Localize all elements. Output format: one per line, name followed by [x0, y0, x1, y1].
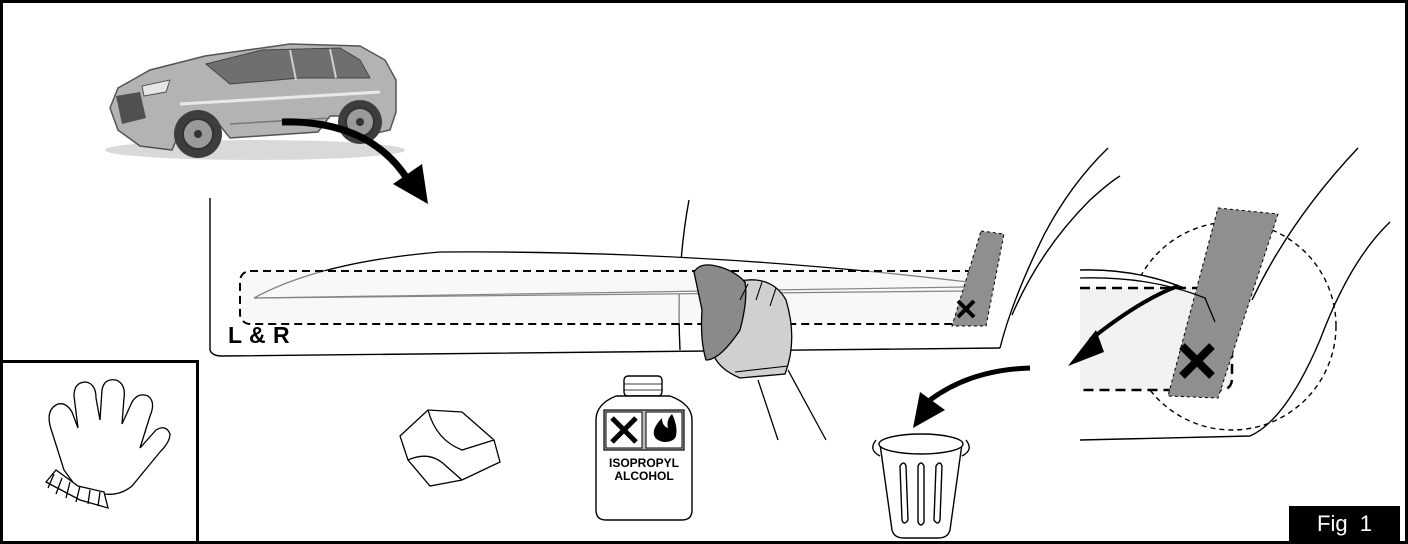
remove-x-icon — [956, 299, 976, 319]
curved-arrow-car-to-sill — [281, 118, 428, 204]
suv-car-icon — [105, 43, 405, 160]
bottle-label-line-2: ALCOHOL — [614, 469, 674, 483]
gloved-hand-wiping-icon — [693, 264, 827, 441]
figure-label: Fig 1 — [1289, 506, 1400, 541]
zoom-detail-inset — [1068, 147, 1391, 441]
gloves-box — [0, 360, 199, 544]
isopropyl-alcohol-bottle-icon — [595, 375, 693, 521]
remove-x-large-icon — [1179, 343, 1215, 379]
bottle-label: ISOPROPYL ALCOHOL — [600, 457, 688, 483]
cleaning-cloth-icon — [399, 409, 501, 487]
trash-bin-icon — [872, 433, 970, 539]
harmful-x-icon — [610, 416, 638, 444]
bottle-label-line-1: ISOPROPYL — [608, 456, 679, 470]
side-label: L & R — [228, 322, 291, 348]
work-glove-icon — [44, 379, 171, 509]
curved-arrow-to-bin — [913, 365, 1031, 428]
flammable-icon — [653, 414, 677, 442]
cleaning-zone-dashed — [239, 270, 983, 325]
protective-tape — [951, 230, 1005, 327]
